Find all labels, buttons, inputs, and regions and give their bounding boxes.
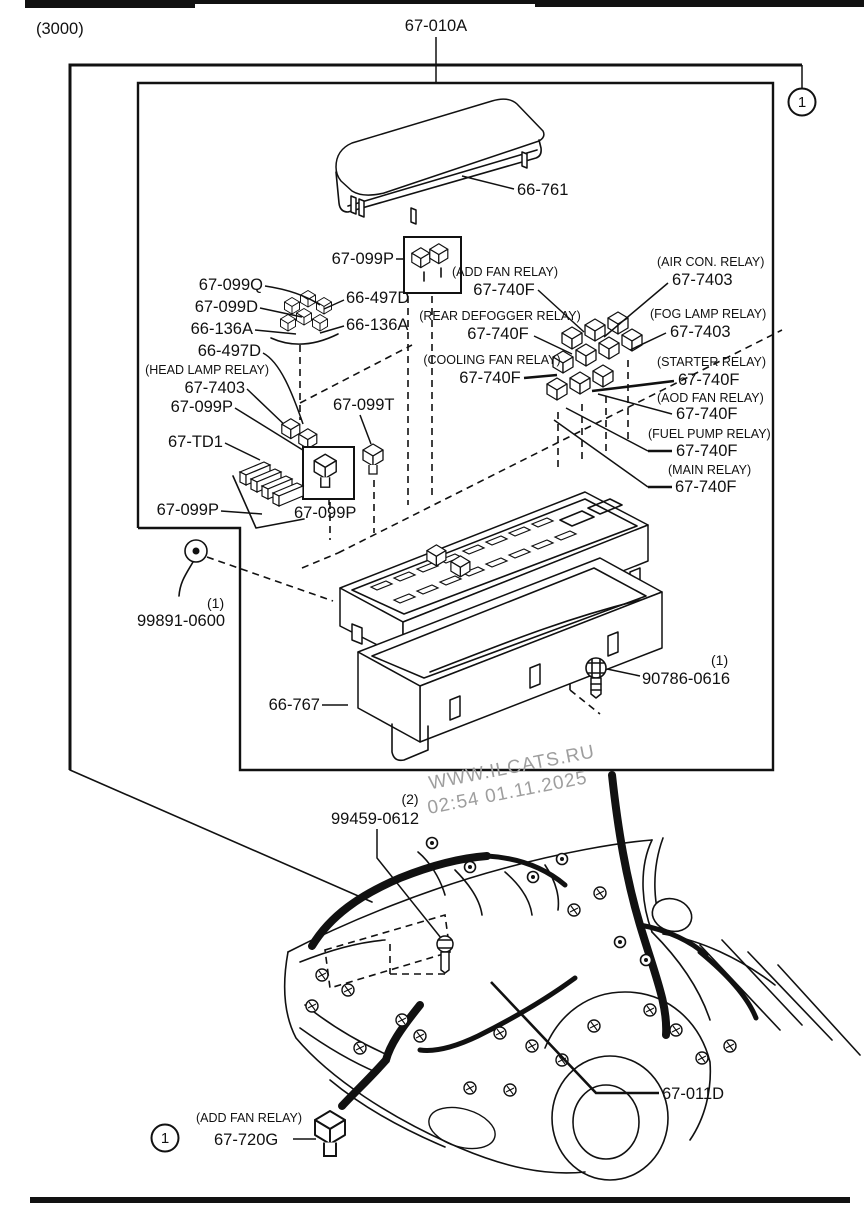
label-washer-qty: (1) bbox=[207, 595, 224, 611]
bolt-90786 bbox=[585, 657, 607, 699]
relay-main-name: (MAIN RELAY) bbox=[668, 463, 751, 477]
relay-t bbox=[363, 444, 383, 474]
leader-connector-td1 bbox=[224, 442, 261, 461]
car-front-illustration bbox=[283, 771, 861, 1181]
label-136a-left: 66-136A bbox=[191, 320, 253, 338]
relay-defogger-name: (REAR DEFOGGER RELAY) bbox=[419, 309, 581, 323]
fuse-box-lower-cover bbox=[357, 557, 663, 762]
inner-frame bbox=[136, 81, 775, 772]
label-connector-q: 67-099Q bbox=[199, 276, 263, 294]
relay-starter-part: 67-740F bbox=[678, 371, 739, 389]
connector-box-mid bbox=[302, 446, 355, 500]
leader-connector-p-mid bbox=[234, 407, 307, 453]
relay-labels: (ADD FAN RELAY) 67-740F (AIR CON. RELAY)… bbox=[419, 255, 771, 496]
watermark: WWW.ILCATS.RU 02:54 01.11.2025 bbox=[426, 741, 597, 819]
relay-fuelpump-name: (FUEL PUMP RELAY) bbox=[648, 427, 771, 441]
leader-clip bbox=[376, 829, 442, 939]
callout-1-top: 1 bbox=[798, 94, 806, 111]
label-connector-p-lowleft: 67-099P bbox=[157, 501, 219, 519]
relay-aircon-name: (AIR CON. RELAY) bbox=[657, 255, 764, 269]
callout-1-bottom-circle bbox=[150, 1123, 180, 1153]
relay-starter-name: (STARTER RELAY) bbox=[657, 355, 766, 369]
label-connector-p-top: 67-099P bbox=[332, 250, 394, 268]
bolt-99459 bbox=[389, 935, 454, 975]
relay-defogger-part: 67-740F bbox=[467, 325, 528, 343]
label-cover-lower: 66-767 bbox=[269, 696, 320, 714]
label-connector-td1: 67-TD1 bbox=[168, 433, 223, 451]
fuse-box-upper-cover bbox=[335, 98, 545, 225]
outer-frame: 1 bbox=[68, 63, 817, 903]
relay-fuelpump-part: 67-740F bbox=[676, 442, 737, 460]
label-497d-left: 66-497D bbox=[198, 342, 261, 360]
label-136a-right: 66-136A bbox=[346, 316, 408, 334]
relay-foglamp-part: 67-7403 bbox=[670, 323, 731, 341]
label-washer-part: 99891-0600 bbox=[137, 612, 225, 630]
relay-foglamp-name: (FOG LAMP RELAY) bbox=[650, 307, 766, 321]
label-connector-p-lowmid: 67-099P bbox=[294, 504, 356, 522]
relay-addfan-part: 67-740F bbox=[473, 281, 534, 299]
label-headlamp-relay-name: (HEAD LAMP RELAY) bbox=[145, 363, 269, 377]
label-clip-part: 99459-0612 bbox=[331, 810, 419, 828]
relay-main-part: 67-740F bbox=[675, 478, 736, 496]
leader-bolt bbox=[606, 668, 641, 677]
relay-coolingfan-name: (COOLING FAN RELAY) bbox=[423, 353, 560, 367]
connector-box-top bbox=[403, 236, 462, 294]
label-body-harness: 67-011D bbox=[662, 1085, 724, 1103]
relay-aircon-part: 67-7403 bbox=[672, 271, 733, 289]
label-connector-d: 67-099D bbox=[195, 298, 258, 316]
connector-td1 bbox=[232, 461, 305, 529]
callout-1-bottom: 1 bbox=[161, 1130, 169, 1147]
addfan-lower-relay bbox=[315, 1111, 345, 1156]
leader-body-harness bbox=[490, 981, 659, 1095]
label-497d-right: 66-497D bbox=[346, 289, 409, 307]
label-headlamp-relay-part: 67-7403 bbox=[184, 379, 245, 397]
label-cover-upper: 66-761 bbox=[517, 181, 568, 199]
leader-136a-left bbox=[254, 329, 297, 335]
construction-lines bbox=[206, 296, 783, 715]
relay-coolingfan-part: 67-740F bbox=[459, 369, 520, 387]
label-bolt-part: 90786-0616 bbox=[642, 670, 730, 688]
washer bbox=[178, 539, 208, 597]
label-connector-p-mid: 67-099P bbox=[171, 398, 233, 416]
connector-cluster bbox=[270, 290, 339, 345]
relay-aodfan-name: (AOD FAN RELAY) bbox=[657, 391, 764, 405]
leader-497d-right bbox=[323, 299, 345, 310]
leader-relay-t bbox=[359, 414, 372, 445]
relay-aodfan-part: 67-740F bbox=[676, 405, 737, 423]
relay-addfan-name: (ADD FAN RELAY) bbox=[452, 265, 558, 279]
page-border bbox=[25, 0, 864, 1203]
leader-connector-q bbox=[264, 285, 321, 306]
label-clip-qty: (2) bbox=[401, 791, 418, 807]
label-addfan-lower-name: (ADD FAN RELAY) bbox=[196, 1111, 302, 1125]
label-addfan-lower-part: 67-720G bbox=[214, 1131, 278, 1149]
wiring-harness bbox=[308, 771, 759, 1110]
sheet-code: (3000) bbox=[36, 20, 84, 38]
headlamp-relay-pair bbox=[281, 418, 318, 450]
label-bolt-qty: (1) bbox=[711, 652, 728, 668]
leader-connector-d bbox=[259, 307, 303, 318]
leader-cover-upper bbox=[461, 175, 515, 190]
label-main-assembly: 67-010A bbox=[405, 17, 467, 35]
label-relay-t: 67-099T bbox=[333, 396, 394, 414]
leader-136a-right bbox=[319, 325, 345, 334]
leader-connector-p-lowleft bbox=[220, 510, 263, 515]
leader-497d-left bbox=[262, 352, 304, 425]
